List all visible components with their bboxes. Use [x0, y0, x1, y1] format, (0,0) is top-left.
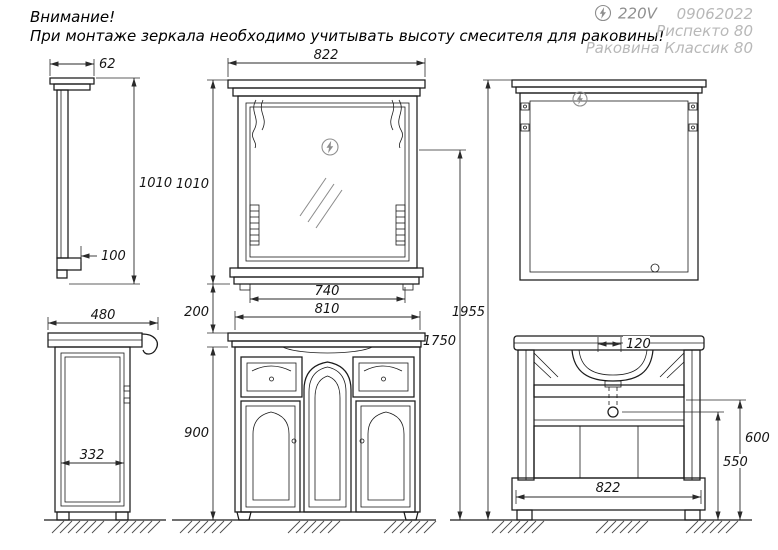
door-left	[240, 400, 301, 513]
dim-value: 810	[315, 302, 340, 317]
dim-cabinet-inner-depth: 332	[61, 448, 124, 466]
dim-cabinet-height: 900	[184, 346, 228, 520]
dim-mirror-width: 822	[227, 48, 426, 77]
lamp-left	[249, 204, 260, 246]
mounting-brackets	[520, 102, 698, 132]
dim-value: 120	[626, 337, 651, 352]
lightning-icon	[599, 7, 607, 19]
dim-value: 740	[315, 284, 340, 299]
dim-back-width: 822	[515, 481, 702, 504]
cabinet-back-view	[511, 335, 706, 521]
lamp-right	[395, 204, 406, 246]
dim-sink-drain-offset: 120	[597, 336, 651, 352]
dim-mirror-side-depth: 62	[49, 57, 116, 76]
mirror-back-view	[511, 79, 707, 281]
dim-total-height: 1955	[447, 79, 512, 520]
dim-value: 1750	[423, 334, 456, 349]
model-name: Риспекто 80	[656, 22, 753, 40]
sink-profile-curve	[141, 333, 158, 355]
dim-mirror-side-height: 1010	[69, 77, 172, 285]
dim-value: 200	[184, 305, 209, 320]
doc-number: 09062022	[677, 5, 753, 23]
foot-right	[403, 511, 419, 521]
sink-bowl-back	[571, 349, 654, 418]
mirror-front-view	[227, 79, 426, 291]
drain-hole	[607, 406, 619, 418]
dim-value: 480	[91, 308, 116, 323]
dim-gap-mirror-cabinet: 200	[184, 284, 228, 334]
lightning-icon	[576, 93, 583, 105]
voltage-label: 220V	[618, 5, 659, 23]
dim-value: 822	[596, 481, 621, 496]
dim-value: 822	[314, 48, 339, 63]
dim-value: 900	[184, 426, 209, 441]
cabinet-side-view	[47, 332, 158, 521]
glass-reflection-marks	[299, 177, 343, 229]
dim-value: 1010	[139, 176, 172, 191]
carved-ornament-right	[390, 99, 403, 149]
power-symbol-mirror	[321, 138, 339, 156]
carved-ornament-left	[252, 99, 265, 149]
power-symbol-mirror-back	[572, 91, 588, 107]
dim-mirror-height: 1010	[176, 79, 230, 285]
dim-value: 600	[745, 431, 770, 446]
dim-value: 1955	[452, 305, 485, 320]
power-icon	[594, 4, 612, 22]
cabinet-front-view	[227, 332, 426, 521]
cable-hole	[650, 263, 660, 273]
door-right	[355, 400, 416, 513]
dim-upper-level-height: 1750	[419, 149, 466, 520]
drawer-right	[352, 356, 415, 398]
foot-left	[236, 511, 252, 521]
door-center	[303, 361, 352, 513]
dim-mirror-shelf-depth: 100	[80, 246, 126, 264]
drawer-left	[240, 356, 303, 398]
ground-hatching	[51, 520, 739, 534]
dim-value: 550	[723, 455, 748, 470]
warning-text: При монтаже зеркала необходимо учитывать…	[30, 27, 665, 45]
lightning-icon	[326, 140, 334, 154]
mirror-side-view	[49, 77, 95, 279]
dim-value: 332	[80, 448, 105, 463]
sink-front-curve	[282, 346, 373, 354]
warning-title: Внимание!	[30, 8, 115, 26]
dim-cabinet-depth: 480	[47, 308, 159, 330]
dim-value: 100	[101, 249, 126, 264]
sink-model-name: Раковина Классик 80	[586, 39, 753, 57]
dim-level-550: 550	[622, 411, 751, 520]
corner-braces	[533, 352, 685, 379]
dim-cabinet-width: 810	[234, 302, 421, 330]
dim-mirror-glass-width: 740	[249, 284, 406, 303]
dim-value: 62	[99, 57, 116, 72]
dim-value: 1010	[176, 177, 209, 192]
